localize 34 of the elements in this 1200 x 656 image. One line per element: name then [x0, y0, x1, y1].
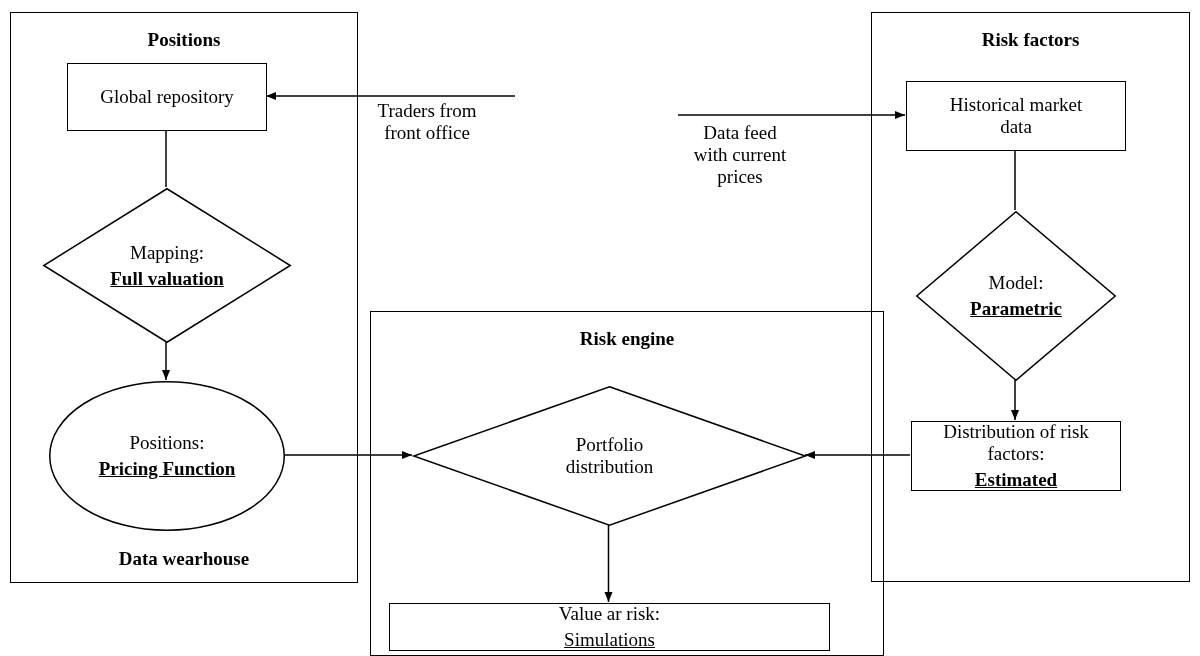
node-label: Portfolio distribution — [564, 434, 655, 478]
node-emphasis: Estimated — [974, 468, 1058, 491]
decision-diamond — [43, 188, 291, 343]
node-label: Model: — [988, 272, 1044, 294]
node-emphasis: Pricing Function — [98, 458, 236, 480]
node-label: Historical market data — [948, 94, 1084, 138]
node-label: Value ar risk: — [558, 603, 661, 625]
arrow — [677, 111, 906, 119]
process-box — [67, 63, 267, 131]
panel-heading: Risk engine — [579, 328, 675, 350]
node-label: Mapping: — [130, 241, 204, 264]
node-label: Distribution of risk factors: — [942, 421, 1090, 465]
node-label: Global repository — [100, 86, 234, 108]
node-emphasis: Simulations — [564, 629, 655, 651]
panel-heading: Risk factors — [981, 29, 1080, 51]
decision-diamond — [413, 386, 806, 526]
arrow — [265, 92, 516, 100]
process-box — [389, 603, 830, 651]
group-panel — [370, 311, 884, 656]
process-box — [911, 421, 1121, 491]
panel-footer: Data wearhouse — [118, 548, 250, 570]
group-panel — [871, 12, 1190, 582]
process-box — [906, 81, 1126, 151]
node-label: Positions: — [129, 432, 205, 454]
panel-heading: Positions — [147, 29, 221, 51]
node-emphasis: Full valuation — [110, 267, 224, 290]
group-panel — [10, 12, 358, 583]
arrow — [1011, 379, 1019, 421]
arrow — [804, 451, 911, 459]
arrow — [162, 341, 170, 381]
arrow — [604, 524, 613, 603]
ellipse-node — [49, 381, 285, 531]
decision-diamond — [916, 211, 1116, 381]
node-emphasis: Parametric — [970, 298, 1062, 320]
